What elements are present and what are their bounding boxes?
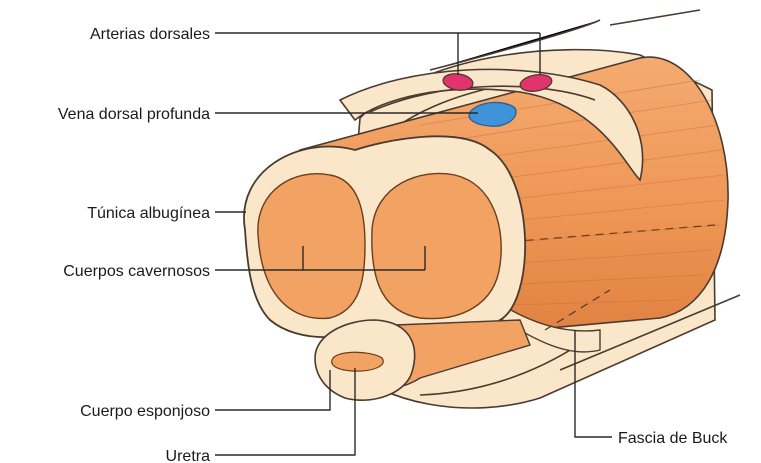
label-cuerpo-esponjoso: Cuerpo esponjoso [80, 403, 210, 420]
urethra-lumen [332, 352, 384, 371]
label-vena-dorsal-profunda: Vena dorsal profunda [58, 106, 210, 123]
label-uretra: Uretra [166, 448, 211, 463]
label-tunica-albuginea: Túnica albugínea [87, 205, 210, 222]
fascia-outer-line-top [610, 10, 700, 25]
label-arterias-dorsales: Arterias dorsales [90, 26, 210, 43]
leader-esponjoso [215, 370, 330, 410]
corpus-cavernosum-right [372, 173, 501, 318]
label-cuerpos-cavernosos: Cuerpos cavernosos [63, 263, 210, 280]
label-fascia-de-buck: Fascia de Buck [618, 430, 728, 447]
